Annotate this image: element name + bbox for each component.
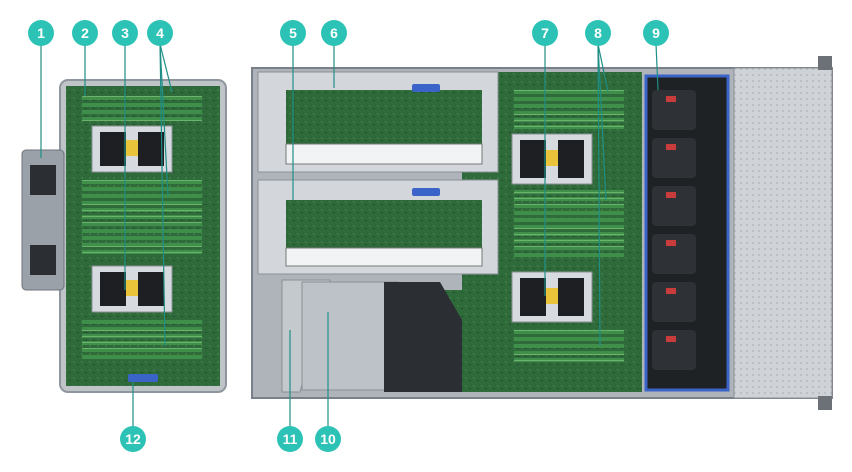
tray-latch [128, 374, 158, 382]
callout-5: 5 [280, 20, 306, 46]
callout-6: 6 [321, 20, 347, 46]
riser-cage-lower [257, 179, 499, 275]
main-chassis [251, 56, 833, 410]
callout-11: 11 [277, 426, 303, 452]
callout-8: 8 [585, 20, 611, 46]
cpu-memory-tray [21, 79, 227, 393]
callout-12: 12 [120, 426, 146, 452]
callout-10: 10 [315, 426, 341, 452]
board-cpu-upper [511, 133, 593, 185]
lower-bay [281, 279, 462, 393]
tray-dimm-rows-top [82, 96, 202, 121]
board-cpu-lower [511, 271, 593, 323]
drive-cage [733, 67, 833, 399]
tray-dimm-rows-middle [82, 180, 202, 254]
tray-cpu-upper [91, 125, 173, 173]
fan-wall [644, 74, 730, 392]
callout-2: 2 [72, 20, 98, 46]
callout-9: 9 [643, 20, 669, 46]
callout-4: 4 [147, 20, 173, 46]
board-dimm-rows [514, 90, 624, 362]
callout-7: 7 [532, 20, 558, 46]
riser-cage-upper [257, 71, 499, 173]
callout-3: 3 [112, 20, 138, 46]
tray-cpu-lower [91, 265, 173, 313]
leader-lines [40, 43, 659, 426]
callout-1: 1 [28, 20, 54, 46]
tray-dimm-rows-bottom [82, 320, 202, 359]
